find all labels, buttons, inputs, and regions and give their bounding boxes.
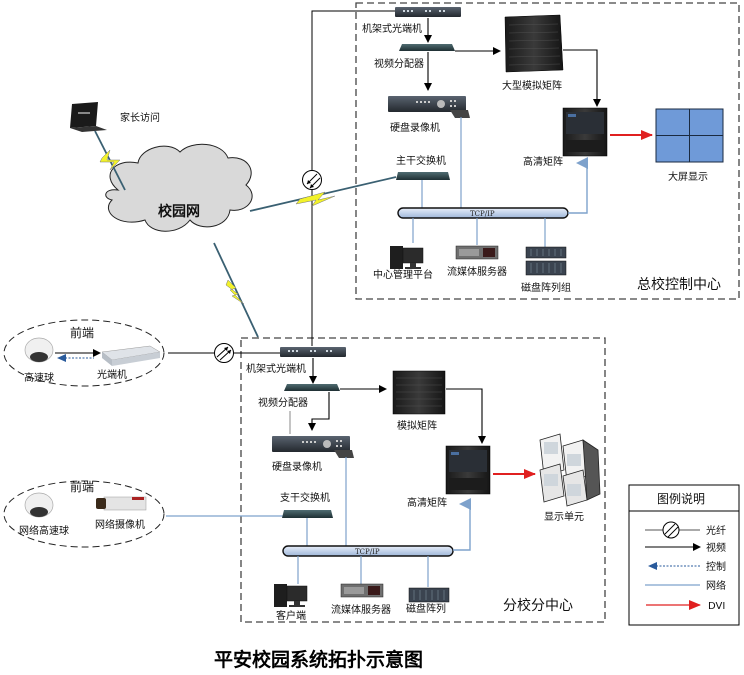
display-unit-label: 显示单元 — [544, 511, 584, 523]
branch-dvr-label: 硬盘录像机 — [272, 460, 322, 473]
main-big-screen — [655, 108, 724, 163]
branch-switch — [282, 510, 333, 518]
legend-item-network: 网络 — [645, 579, 726, 592]
branch-analog-matrix — [392, 370, 446, 415]
legend-item-control: 控制 — [648, 560, 726, 573]
branch-center-boundary — [240, 337, 606, 623]
main-analog-matrix — [504, 14, 564, 73]
branch-dvr — [272, 436, 354, 458]
ip-dome-label: 网络高速球 — [19, 524, 69, 537]
branch-fiber-rack — [280, 347, 346, 357]
main-bus-label: TCP/IP — [470, 210, 495, 218]
main-video-splitter — [399, 44, 455, 51]
campus-network-cloud: 校园网 — [105, 143, 253, 232]
front-end-ip-label: 前端 — [70, 479, 94, 494]
diagram-title: 平安校园系统拓扑示意图 — [214, 648, 423, 671]
branch-disk-array-icon — [408, 587, 450, 603]
legend-label: 光纤 — [706, 524, 726, 537]
main-dvr — [388, 96, 470, 118]
branch-analog-matrix-label: 模拟矩阵 — [397, 419, 437, 432]
cloud-label: 校园网 — [158, 203, 200, 220]
main-hd-matrix — [562, 107, 608, 157]
ip-camera-label: 网络摄像机 — [95, 518, 145, 531]
main-fiber-rack-label: 机架式光端机 — [362, 22, 422, 35]
main-analog-matrix-label: 大型模拟矩阵 — [502, 79, 562, 92]
main-stream-server-label: 流媒体服务器 — [447, 265, 507, 278]
fiber-transceiver-icon — [101, 345, 161, 366]
main-disk-array-label: 磁盘阵列组 — [521, 281, 571, 294]
video-link — [308, 392, 330, 431]
fiber-symbol-branch — [214, 343, 234, 363]
branch-video-splitter-label: 视频分配器 — [258, 396, 308, 409]
wireless-link-branch — [213, 242, 259, 338]
branch-video-splitter — [284, 384, 340, 391]
front-end-ip-boundary — [3, 480, 165, 548]
main-center-label: 总校控制中心 — [637, 276, 721, 293]
front-end-analog-label: 前端 — [70, 325, 94, 340]
client-pc-icon — [274, 584, 308, 607]
legend-label: DVI — [708, 601, 725, 612]
legend-title: 图例说明 — [657, 491, 705, 506]
ip-dome-icon — [24, 492, 54, 518]
ip-camera-icon — [96, 496, 147, 511]
client-label: 客户端 — [276, 609, 306, 622]
main-disk-array-icon — [525, 246, 567, 276]
legend-item-fiber: 光纤 — [645, 521, 726, 539]
branch-stream-server-label: 流媒体服务器 — [331, 603, 391, 616]
laptop-icon — [70, 102, 107, 132]
display-unit-icon — [539, 433, 601, 507]
lightning-icon — [99, 149, 121, 171]
legend-label: 网络 — [706, 579, 726, 592]
fiber-transceiver-label: 光端机 — [97, 368, 127, 381]
legend-label: 视频 — [706, 541, 726, 554]
fiber-trunk-line — [311, 10, 395, 346]
main-core-switch-label: 主干交换机 — [396, 154, 446, 167]
branch-tcpip-bus: TCP/IP — [282, 545, 454, 557]
speed-dome-icon — [24, 337, 54, 363]
video-link — [563, 49, 601, 107]
video-link — [446, 388, 486, 444]
branch-disk-array-label: 磁盘阵列 — [406, 602, 446, 615]
branch-stream-server-icon — [340, 583, 384, 598]
legend: 图例说明 光纤 视频 控制 网络 DVI — [628, 484, 740, 626]
parent-access-label: 家长访问 — [120, 111, 160, 124]
main-big-screen-label: 大屏显示 — [668, 170, 708, 183]
main-video-splitter-label: 视频分配器 — [374, 57, 424, 70]
legend-item-video: 视频 — [645, 541, 726, 554]
main-fiber-rack — [395, 7, 461, 17]
speed-dome-label: 高速球 — [24, 371, 54, 384]
main-hd-matrix-label: 高清矩阵 — [523, 155, 563, 168]
branch-switch-label: 支干交换机 — [280, 491, 330, 504]
front-end-analog-boundary — [3, 319, 165, 387]
legend-label: 控制 — [706, 560, 726, 573]
lightning-icon — [225, 279, 245, 305]
branch-bus-label: TCP/IP — [355, 548, 380, 556]
lightning-icon — [295, 191, 336, 207]
branch-hd-matrix-label: 高清矩阵 — [407, 496, 447, 509]
main-mgmt-pc-icon — [390, 246, 424, 269]
branch-hd-matrix — [445, 445, 491, 495]
branch-center-label: 分校分中心 — [503, 597, 573, 614]
network-link — [453, 498, 471, 551]
main-tcpip-bus: TCP/IP — [397, 207, 569, 219]
main-mgmt-platform-label: 中心管理平台 — [373, 268, 433, 281]
legend-item-dvi: DVI — [646, 600, 725, 612]
fiber-symbol-top — [302, 170, 322, 190]
main-core-switch — [396, 172, 450, 180]
main-dvr-label: 硬盘录像机 — [390, 121, 440, 134]
main-center-boundary — [355, 2, 740, 300]
main-stream-server-icon — [455, 245, 499, 260]
network-link — [568, 157, 588, 214]
branch-fiber-rack-label: 机架式光端机 — [246, 362, 306, 375]
